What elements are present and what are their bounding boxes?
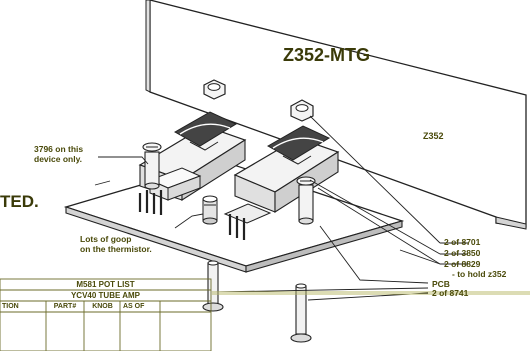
diagram-title: Z352-MTG: [283, 45, 371, 65]
pot-table-grid: [0, 278, 212, 351]
note-device-only: 3796 on this device only.: [34, 144, 84, 164]
col-header-part: PART#: [53, 303, 77, 310]
table-title: M581 POT LIST: [76, 280, 135, 289]
rule-lines: [212, 291, 530, 295]
screw-left: [202, 260, 224, 312]
header-pins-left: [138, 190, 163, 215]
part-label-8701: 2 of 8701: [444, 237, 481, 247]
mounting-plate: [145, 0, 527, 230]
component-block-left: [148, 167, 202, 201]
part-label-8829: 2 of 8829: [444, 259, 481, 269]
standoff-right: [296, 176, 316, 225]
table-header-row: TION PART# KNOB AS OF: [0, 301, 211, 312]
leader-lines: [94, 115, 468, 301]
board-label: Z352: [423, 131, 444, 141]
part-label-3850: 2 of 3850: [444, 248, 481, 258]
hex-nut-left: [203, 79, 226, 100]
col-header-as-of: AS OF: [123, 303, 145, 310]
note-goop: Lots of goop on the thermistor.: [80, 234, 152, 254]
standoff-left: [142, 142, 162, 190]
part-label-8741: 2 of 8741: [432, 288, 469, 298]
col-header-knob: KNOB: [92, 303, 113, 310]
col-header-tion: TION: [2, 303, 19, 310]
table-subtitle: YCV40 TUBE AMP: [70, 291, 141, 300]
screw-right: [290, 283, 312, 343]
part-label-pcb: PCB: [432, 279, 450, 289]
thermistor: [202, 195, 218, 225]
part-label-hold-z352: - to hold z352: [452, 269, 507, 279]
hex-nut-right: [290, 99, 314, 122]
header-pins-right: [223, 203, 272, 240]
cut-off-text: TED.: [0, 192, 39, 211]
